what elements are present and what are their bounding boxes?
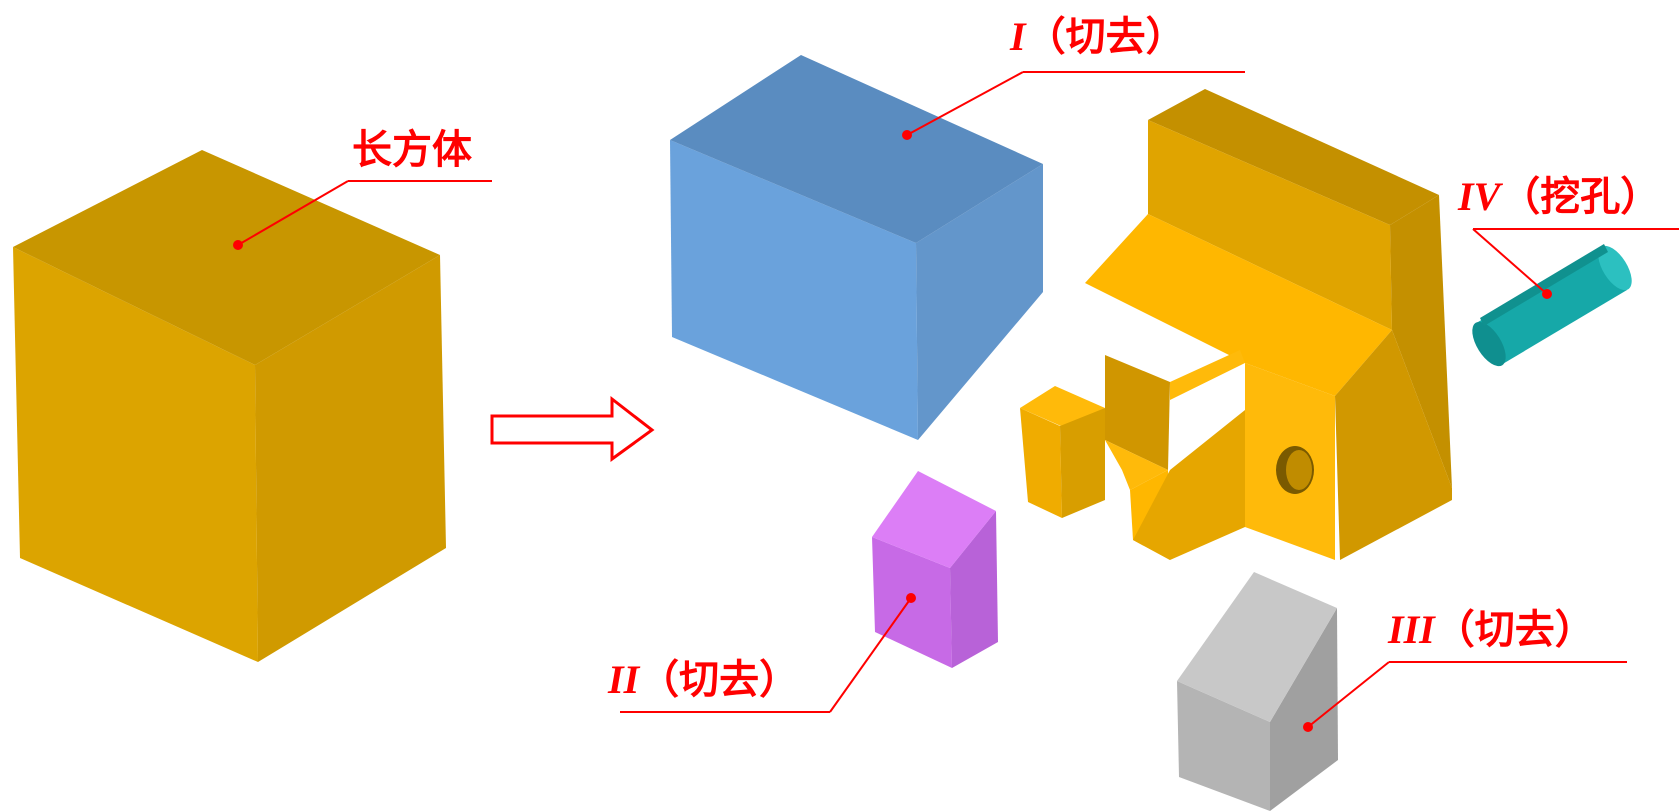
block-3-label-callout: III（切去） [1303,607,1627,732]
block-1-side-face [916,164,1043,440]
cuboid [13,150,446,662]
block-3-front-face [1177,681,1270,811]
result-center-front2 [1133,410,1245,560]
cylinder-4 [1472,244,1632,367]
result-left-side [1060,408,1105,518]
cylinder-4-label-callout: IV（挖孔） [1457,174,1679,299]
result-part [1020,89,1452,560]
block-2-label: II（切去） [607,657,799,702]
block-3 [1177,572,1338,811]
block-2-side-face [950,511,998,668]
cuboid-label-callout: 长方体 [233,128,492,250]
block-1-label-callout: I（切去） [902,14,1245,140]
block-1-top-face [670,55,1043,243]
block-2-top-face [872,471,996,568]
block-1 [670,55,1043,440]
result-left-front [1020,408,1062,518]
result-back-top [1148,89,1439,225]
cylinder-4-label: IV（挖孔） [1457,174,1660,219]
cuboid-right-face [255,255,446,662]
result-slot-inner [1105,355,1170,470]
block-3-top-face [1177,572,1337,722]
result-front-wedge [1085,283,1335,560]
block-2-label-callout: II（切去） [607,593,916,713]
result-slope [1085,214,1392,396]
cuboid-top-face [13,150,440,365]
block-1-label: I（切去） [1009,14,1186,59]
block-2 [872,471,998,668]
result-back-side [1390,195,1452,488]
result-slot-floor [1105,440,1168,490]
block-1-front-face [670,140,918,440]
arrow-right-outline-icon [490,395,655,462]
cuboid-left-face [13,247,258,662]
result-right-face [1335,330,1452,560]
block-3-label: III（切去） [1387,607,1595,652]
result-back-front [1148,120,1392,330]
result-post-top [1170,350,1245,400]
cuboid-label: 长方体 [352,128,472,172]
block-3-side-face [1270,608,1338,811]
